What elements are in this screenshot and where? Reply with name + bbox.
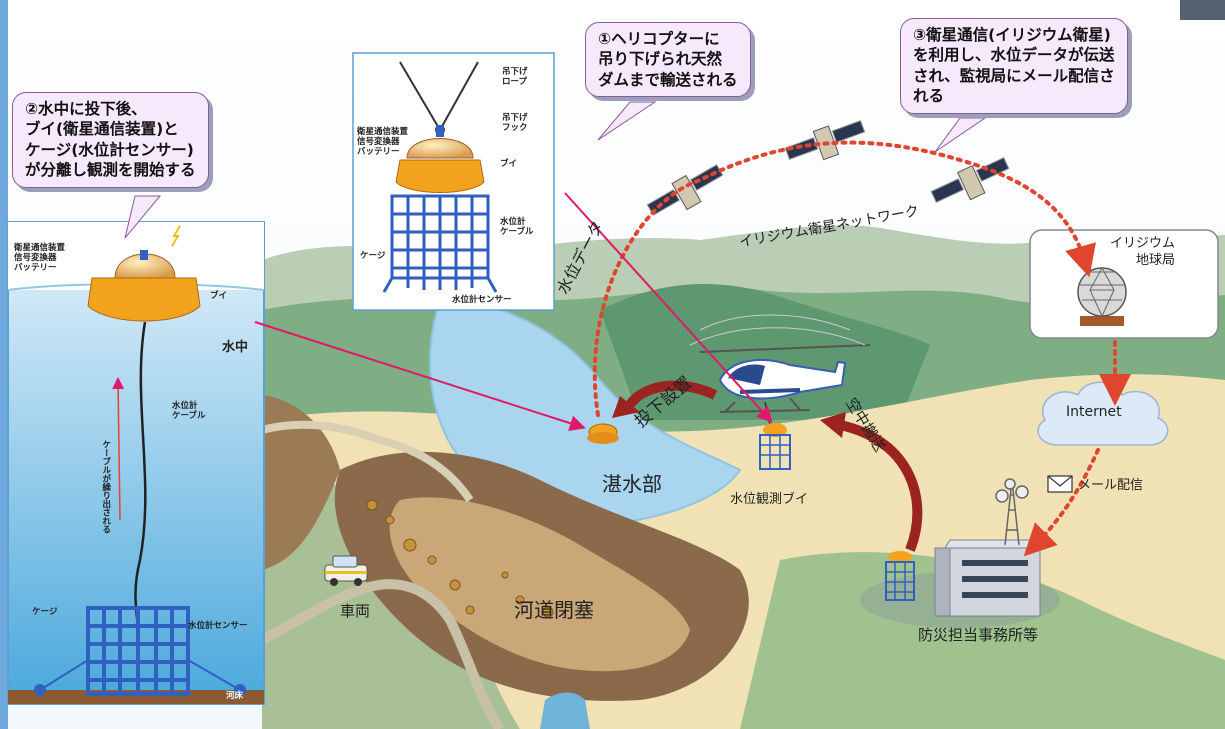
cable-payout-label: ケーブルが繰り出される [100, 440, 111, 534]
underwater-buoy-illustration [87, 225, 201, 322]
mountain-road [260, 420, 474, 503]
callout-helicopter-line-1: ①ヘリコプターに [598, 30, 720, 48]
ground-station-label-2: 地球局 [1136, 252, 1176, 268]
observation-buoy-label: 水位観測ブイ [730, 492, 809, 507]
left-device-label-3: バッテリー [14, 262, 57, 273]
left-edge-stripe [0, 0, 8, 729]
spare-buoy-icon [885, 551, 915, 601]
callout-satellite-line-4: れる [913, 87, 945, 106]
cable-payout-arrow [112, 377, 125, 521]
left-device-labels: 衛星通信装置 信号変換器 バッテリー [14, 243, 66, 273]
left-device-label-2: 信号変換器 [14, 252, 57, 263]
vehicle-icon [324, 555, 368, 586]
device-panel-cable-label: 水位計 ケーブル [500, 217, 534, 238]
callout-deploy-line-4: が分離し観測を開始する [25, 161, 196, 180]
device-panel-cable-label-2: ケーブル [500, 226, 534, 237]
callout-helicopter: ①ヘリコプターに 吊り下げられ天然 ダムまで輸送される [585, 22, 751, 98]
road [259, 579, 505, 729]
air-transport-arrowhead [820, 412, 846, 438]
rope-label-1: 吊下げ [502, 67, 528, 77]
callout-deploy-line-2: ブイ(衛星通信装置)と [25, 120, 179, 139]
device-panel-sensor-label: 水位計センサー [452, 295, 512, 305]
internet-label: Internet [1066, 404, 1122, 420]
office-building-icon [934, 539, 1046, 617]
device-panel-label-3: バッテリー [357, 146, 400, 157]
rope-label-2: ロープ [502, 76, 527, 87]
callout-tail-helicopter [597, 101, 657, 141]
device-panel-cable-label-1: 水位計 [500, 217, 526, 227]
callout-tail-deploy [124, 195, 162, 239]
underwater-cage-illustration [34, 606, 246, 696]
ground-station-dome-icon [1077, 267, 1127, 326]
rubble-rocks [366, 499, 554, 618]
internet-to-office-path [1023, 448, 1100, 557]
callout-helicopter-line-3: ダムまで輸送される [598, 70, 738, 89]
blockage-label: 河道閉塞 [514, 598, 594, 622]
corner-photo-fragment [1180, 0, 1225, 20]
landslide-source [262, 395, 340, 570]
callout-deploy-line-3: ケージ(水位計センサー) [25, 140, 194, 159]
drop-install-arrow [623, 380, 718, 411]
left-cage-label: ケージ [32, 607, 58, 617]
callout-satellite-line-2: を利用し、水位データが伝送 [913, 46, 1115, 65]
mail-icon [1047, 475, 1073, 493]
riverbed-band [8, 690, 264, 704]
device-panel-device-labels: 衛星通信装置 信号変換器 バッテリー [357, 127, 409, 157]
hook-label: 吊下げ フック [502, 113, 528, 134]
hook-label-2: フック [502, 122, 528, 133]
callout-satellite: ③衛星通信(イリジウム衛星) を利用し、水位データが伝送 され、監視局にメール配… [900, 18, 1128, 114]
reservoir-label: 湛水部 [602, 472, 662, 496]
hook-label-1: 吊下げ [502, 113, 528, 123]
landslide-dam-top [389, 497, 690, 672]
device-panel-label-2: 信号変換器 [357, 136, 400, 147]
callout-deploy: ②水中に投下後、 ブイ(衛星通信装置)と ケージ(水位計センサー) が分離し観測… [12, 92, 209, 188]
callout-helicopter-line-2: 吊り下げられ天然 [598, 50, 723, 69]
left-device-label-1: 衛星通信装置 [14, 243, 66, 253]
pointer-to-helicopter-load [564, 192, 773, 423]
satellite-data-path [592, 140, 1096, 417]
left-sensor-label: 水位計センサー [188, 621, 248, 631]
callout-satellite-line-1: ③衛星通信(イリジウム衛星) [913, 26, 1111, 44]
floating-buoy-icon [587, 423, 619, 444]
rotor-ripples [689, 314, 866, 346]
river-outflow [540, 692, 590, 729]
left-cable-label: 水位計 ケーブル [172, 401, 206, 422]
ground-station-label-1: イリジウム [1110, 236, 1176, 251]
vehicle-label: 車両 [340, 602, 371, 620]
helicopter-icon [699, 344, 871, 426]
device-panel-cage-label: ケージ [360, 251, 386, 261]
drop-install-arrowhead [612, 396, 640, 418]
callout-satellite-line-3: され、監視局にメール配信さ [913, 66, 1115, 85]
mail-delivery-label: メール配信 [1078, 478, 1144, 493]
left-cable-label-2: ケーブル [172, 410, 206, 421]
office-label: 防災担当事務所等 [918, 626, 1039, 644]
callout-tail-satellite [934, 117, 987, 153]
left-cable-label-1: 水位計 [172, 401, 198, 411]
riverbed-label: 河床 [226, 691, 244, 701]
underwater-label: 水中 [222, 340, 249, 355]
rope-label: 吊下げ ロープ [502, 67, 528, 88]
pointer-to-buoy [254, 321, 586, 431]
device-panel-label-1: 衛星通信装置 [357, 127, 409, 137]
internet-cloud-icon [1037, 381, 1169, 446]
callout-deploy-line-1: ②水中に投下後、 [25, 100, 147, 118]
ground-station-label: イリジウム 地球局 [1110, 236, 1175, 270]
hanging-buoy-icon [759, 423, 791, 470]
device-panel-buoy-label: ブイ [500, 159, 518, 169]
left-buoy-label: ブイ [210, 291, 228, 301]
air-transport-arrow [838, 420, 923, 552]
device-illustration [382, 61, 498, 293]
antenna-tower-icon [995, 478, 1029, 546]
